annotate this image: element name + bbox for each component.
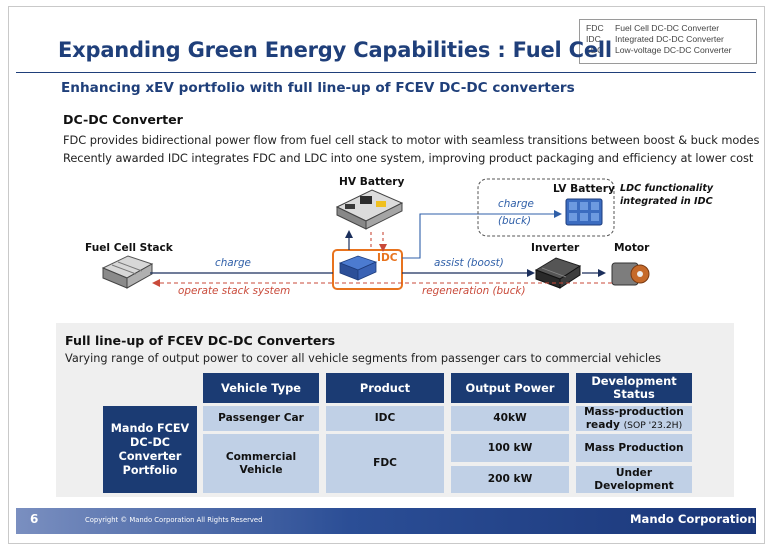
abbrev-value: Fuel Cell DC-DC Converter xyxy=(615,23,720,33)
motor-label: Motor xyxy=(614,242,650,254)
regeneration-label: regeneration (buck) xyxy=(422,285,526,297)
portfolio-label-line: Mando FCEV xyxy=(110,421,190,435)
cell-power-200: 200 kW xyxy=(451,466,569,493)
page-title: Expanding Green Energy Capabilities : Fu… xyxy=(58,38,612,62)
portfolio-label-line: Portfolio xyxy=(122,463,178,477)
idc-label: IDC xyxy=(377,252,398,264)
lv-charge-label: charge xyxy=(498,198,534,210)
cell-status-mass-production: Mass Production xyxy=(576,434,692,462)
title-divider xyxy=(16,72,756,73)
abbrev-value: Low-voltage DC-DC Converter xyxy=(615,45,732,55)
abbrev-row: FDC Fuel Cell DC-DC Converter xyxy=(586,23,750,34)
cell-product-idc: IDC xyxy=(326,406,444,431)
cell-status-under-development: Under Development xyxy=(576,466,692,493)
lv-battery-label: LV Battery xyxy=(553,183,615,195)
abbrev-row: LDC Low-voltage DC-DC Converter xyxy=(586,45,750,56)
dcdc-description-line1: FDC provides bidirectional power flow fr… xyxy=(63,133,760,147)
footer-bar xyxy=(16,508,756,534)
header-output-power: Output Power xyxy=(451,373,569,403)
abbrev-value: Integrated DC-DC Converter xyxy=(615,34,724,44)
copyright-text: Copyright © Mando Corporation All Rights… xyxy=(85,516,263,524)
inverter-label: Inverter xyxy=(531,242,580,254)
ldc-note: LDC functionality integrated in IDC xyxy=(620,182,713,208)
cell-commercial-vehicle: Commercial Vehicle xyxy=(203,434,319,493)
portfolio-label: Mando FCEV DC-DC Converter Portfolio xyxy=(103,406,197,493)
header-vehicle-type: Vehicle Type xyxy=(203,373,319,403)
header-status-line2: Status xyxy=(613,387,655,401)
cell-power-40: 40kW xyxy=(451,406,569,431)
status-mp-ready-line1: Mass-production xyxy=(584,405,684,418)
status-under-line2: Development xyxy=(594,479,674,492)
fuel-cell-stack-label: Fuel Cell Stack xyxy=(85,242,173,254)
header-development-status: Development Status xyxy=(576,373,692,403)
ldc-note-line1: LDC functionality xyxy=(620,183,714,194)
abbrev-row: IDC Integrated DC-DC Converter xyxy=(586,34,750,45)
lv-buck-label: (buck) xyxy=(498,215,532,227)
status-sop-text: (SOP '23.2H) xyxy=(623,419,683,431)
status-ready-text: ready xyxy=(585,418,620,431)
cell-passenger-car: Passenger Car xyxy=(203,406,319,431)
lineup-description: Varying range of output power to cover a… xyxy=(65,352,662,365)
assist-label: assist (boost) xyxy=(434,257,504,269)
page-subtitle: Enhancing xEV portfolio with full line-u… xyxy=(61,80,575,96)
abbreviation-legend: FDC Fuel Cell DC-DC Converter IDC Integrat… xyxy=(579,19,757,64)
dcdc-description-line2: Recently awarded IDC integrates FDC and … xyxy=(63,151,754,165)
hv-battery-label: HV Battery xyxy=(339,176,405,188)
cell-status-mp-ready: Mass-production ready (SOP '23.2H) xyxy=(576,406,692,431)
status-mp-ready-line2: ready (SOP '23.2H) xyxy=(586,419,682,432)
header-status-line1: Development xyxy=(591,374,677,388)
dcdc-heading: DC-DC Converter xyxy=(63,112,183,127)
brand-name: Mando Corporation xyxy=(630,512,756,526)
charge-label: charge xyxy=(215,257,251,269)
header-product: Product xyxy=(326,373,444,403)
abbrev-key: LDC xyxy=(586,45,604,55)
ldc-note-line2: integrated in IDC xyxy=(620,196,713,207)
operate-stack-label: operate stack system xyxy=(178,285,291,297)
lineup-heading: Full line-up of FCEV DC-DC Converters xyxy=(65,333,336,348)
status-under-line1: Under xyxy=(615,466,653,479)
cell-power-100: 100 kW xyxy=(451,434,569,462)
portfolio-label-line: Converter xyxy=(118,449,182,463)
page-number: 6 xyxy=(30,512,39,526)
cell-product-fdc: FDC xyxy=(326,434,444,493)
abbrev-key: IDC xyxy=(586,34,601,44)
portfolio-label-line: DC-DC xyxy=(130,435,170,449)
abbrev-key: FDC xyxy=(586,23,604,33)
